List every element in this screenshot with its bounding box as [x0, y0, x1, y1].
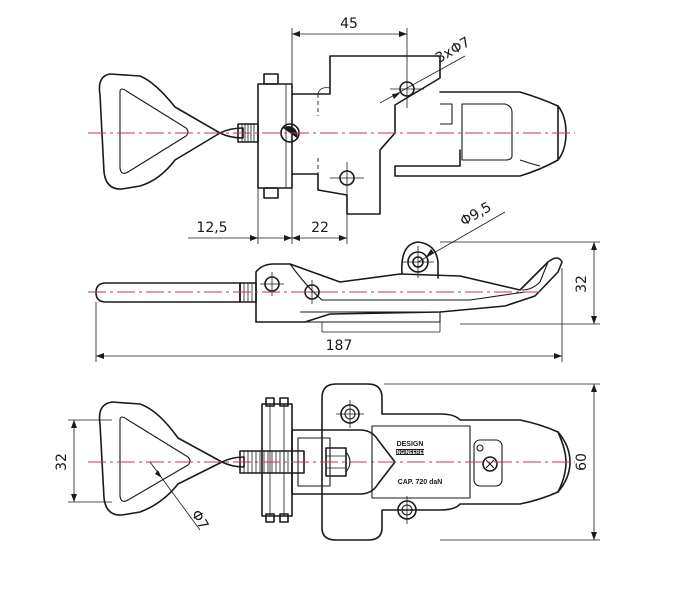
dim-handle-32: 32	[54, 419, 112, 503]
dim-12-5-label: 12,5	[196, 220, 227, 236]
plan-lever	[291, 429, 396, 495]
top-handle-opening	[119, 88, 189, 174]
plate-brand-line2: ENGINEERED	[393, 450, 426, 456]
side-view: Φ9,5 32 187	[88, 199, 600, 362]
plan-handle-loop	[98, 401, 245, 516]
side-pivot-eye	[401, 241, 439, 279]
dim-22: 22	[291, 190, 348, 244]
plan-logo-badge	[473, 439, 503, 487]
dim-holes-label: 3xΦ7	[433, 34, 473, 66]
dim-60-label: 60	[574, 453, 590, 471]
side-threaded-rod	[239, 282, 257, 303]
dim-187: 187	[95, 268, 563, 362]
dim-187-label: 187	[326, 338, 353, 354]
top-clevis-block	[257, 73, 293, 199]
side-lever-body	[255, 257, 563, 323]
dim-60: 60	[384, 383, 600, 541]
dim-side-32-label: 32	[574, 275, 590, 293]
plan-handle-opening	[119, 416, 191, 502]
plan-view: DESIGN ENGINEERED CAP. 720 daN 32	[54, 383, 600, 541]
dim-handle-32-label: 32	[54, 453, 70, 471]
dim-12-5: 12,5	[188, 188, 292, 244]
dim-handle-rod-label: Φ7	[188, 507, 212, 532]
top-base-arm	[394, 91, 559, 177]
dim-pivot: Φ9,5	[417, 199, 506, 263]
plan-clevis	[261, 397, 293, 523]
side-rod	[95, 282, 241, 303]
plate-capacity: CAP. 720 daN	[398, 479, 443, 486]
dim-45: 45	[291, 16, 408, 190]
top-pin-section	[283, 126, 298, 138]
dim-22-label: 22	[311, 220, 329, 236]
plate-brand-line1: DESIGN	[397, 441, 424, 448]
top-view: 45 3xΦ7 12,5 22	[88, 16, 575, 244]
dim-pivot-label: Φ9,5	[458, 199, 495, 230]
top-hook-lever	[291, 55, 441, 215]
dim-45-label: 45	[340, 16, 358, 32]
plan-brand-plate: DESIGN ENGINEERED CAP. 720 daN	[371, 425, 471, 499]
dim-side-32: 32	[440, 241, 600, 325]
plate-brand-bar	[396, 449, 424, 455]
